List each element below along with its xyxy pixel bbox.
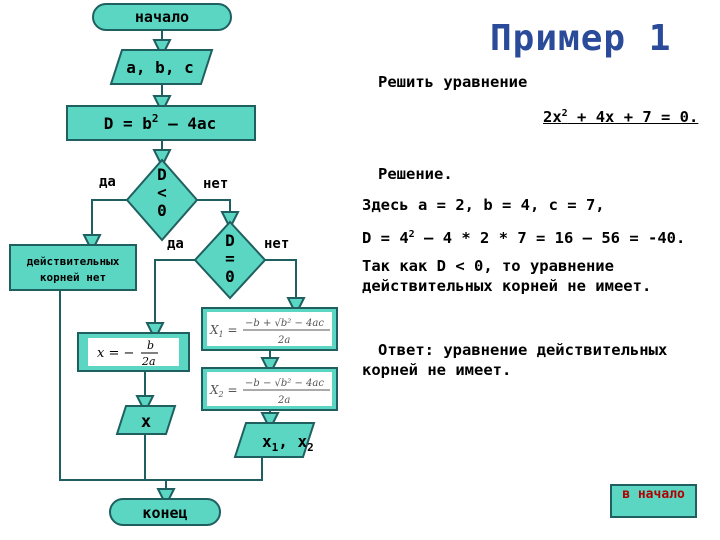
end-terminal	[109, 498, 221, 526]
cond2-no-label: нет	[264, 236, 290, 252]
discriminant-label: D = b2 – 4ac	[104, 112, 217, 133]
input-label: a, b, c	[126, 58, 193, 77]
x2-formula: X2 =	[209, 383, 238, 399]
x1-formula: X1 =	[209, 323, 238, 339]
page-title: Пример 1	[490, 18, 672, 59]
svg-text:2a: 2a	[277, 335, 290, 346]
task-label: Решить уравнение	[378, 73, 528, 91]
answer-line1: Ответ: уравнение действительных	[378, 341, 668, 359]
svg-text:−b − √b² − 4ac: −b − √b² − 4ac	[245, 378, 324, 389]
output-x12-label: x1, x2	[262, 432, 314, 454]
condition-d-less-zero	[125, 158, 199, 242]
start-terminal	[92, 3, 232, 31]
input-block	[109, 49, 214, 85]
svg-text:b: b	[147, 339, 154, 352]
cond2-line3: 0	[225, 267, 235, 286]
svg-text:2a: 2a	[141, 355, 156, 368]
x-formula: x = −	[97, 346, 134, 361]
end-label: конец	[142, 504, 187, 522]
cond1-line2: <	[157, 183, 167, 202]
back-to-start-label: в начало	[622, 487, 685, 502]
cond2-label: D = 0	[218, 232, 242, 286]
cond1-no-label: нет	[203, 176, 229, 192]
cond2-yes-label: да	[167, 236, 184, 252]
condition-d-equals-zero	[193, 220, 267, 300]
cond2-line2: =	[225, 249, 235, 268]
solution-line3: Так как D < 0, то уравнение	[362, 257, 614, 275]
no-roots-line2: корней нет	[40, 271, 106, 284]
solution-label: Решение.	[378, 165, 453, 183]
no-roots-block	[9, 244, 137, 291]
answer-line2: корней не имеет.	[362, 361, 512, 379]
solution-line2: D = 42 – 4 * 2 * 7 = 16 – 56 = -40.	[362, 229, 686, 248]
output-x-label: x	[141, 412, 151, 432]
cond1-label: D < 0	[150, 166, 174, 220]
start-label: начало	[135, 8, 189, 26]
output-x12-block	[233, 422, 316, 458]
solution-line4: действительных корней не имеет.	[362, 277, 652, 295]
cond1-line1: D	[157, 165, 167, 184]
discriminant-block	[66, 105, 256, 141]
back-to-start-button[interactable]: в начало	[610, 484, 697, 518]
solution-line1: Здесь a = 2, b = 4, c = 7,	[362, 196, 605, 214]
cond1-yes-label: да	[99, 174, 116, 190]
cond2-line1: D	[225, 231, 235, 250]
svg-text:−b + √b² − 4ac: −b + √b² − 4ac	[245, 318, 324, 329]
output-x-block	[115, 405, 177, 435]
equation: 2x2 + 4x + 7 = 0.	[543, 108, 699, 127]
no-roots-line1: действительных	[27, 255, 120, 268]
cond1-line3: 0	[157, 201, 167, 220]
svg-text:2a: 2a	[277, 395, 290, 406]
